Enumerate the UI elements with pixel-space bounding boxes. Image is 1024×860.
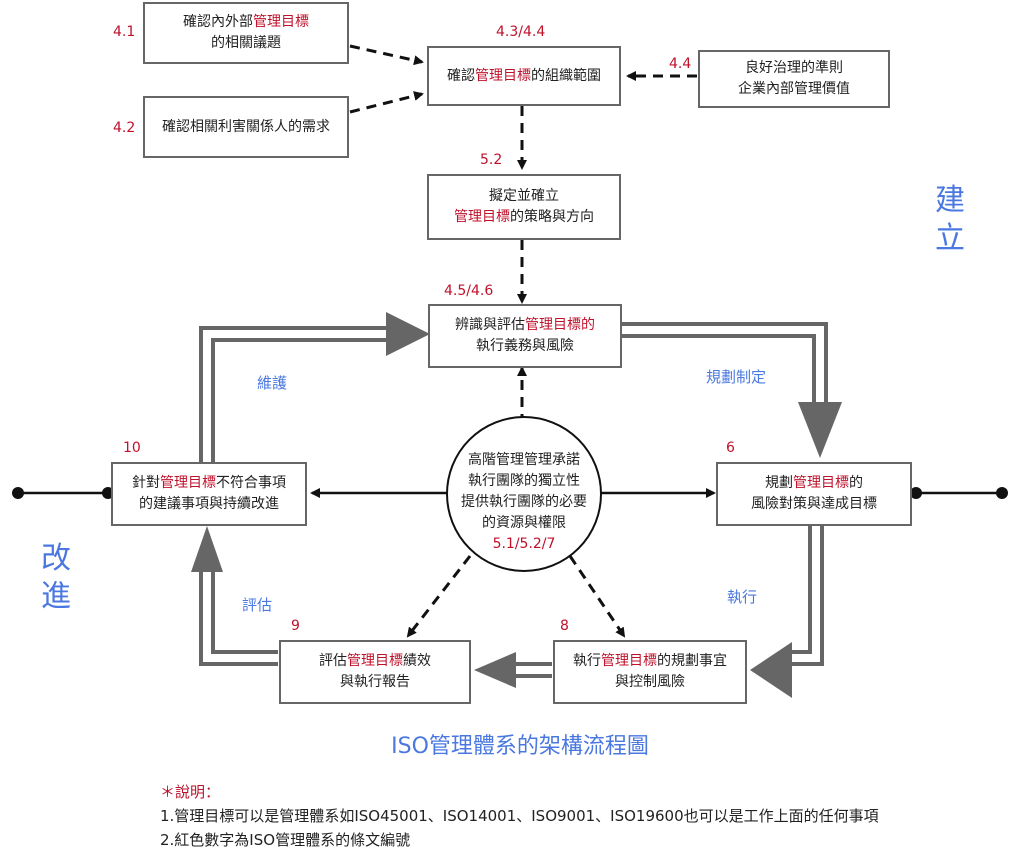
clause-number-9: 9 xyxy=(291,618,300,634)
evaluate-flow-outer xyxy=(199,570,278,666)
box-4-5: 辨識與評估管理目標的 執行義務與風險 xyxy=(428,304,622,368)
notes-header: ＊說明： xyxy=(160,783,221,801)
edge-label-execute: 執行 xyxy=(727,588,758,606)
edge-label-maintain: 維護 xyxy=(257,374,288,392)
clause-number-4-5: 4.5/4.6 xyxy=(444,283,494,299)
box-4-1: 確認內外部管理目標 的相關議題 xyxy=(143,2,349,64)
note-item: 2.紅色數字為ISO管理體系的條文編號 xyxy=(160,831,411,849)
execute-arrowhead xyxy=(750,642,792,698)
box-4-2: 確認相關利害關係人的需求 xyxy=(143,96,349,158)
notes-section: ＊說明： 1.管理目標可以是管理體系如ISO45001、ISO14001、ISO… xyxy=(160,780,879,852)
edge-label-evaluate: 評估 xyxy=(242,596,273,614)
plan-flow-inner xyxy=(622,334,816,404)
commitment-clause-ref: 5.1/5.2/7 xyxy=(492,536,556,552)
eval-8-9-arrowhead xyxy=(474,652,516,688)
clause-number-4-4: 4.4 xyxy=(669,56,692,72)
evaluate-flow-inner xyxy=(211,570,278,654)
right-terminal-dot-inner xyxy=(910,487,922,499)
right-terminal-dot-outer xyxy=(996,487,1008,499)
dashed-arrow-4-2 xyxy=(349,91,424,114)
box-4-3: 確認管理目標的組織範圍 xyxy=(427,46,621,106)
evaluate-arrowhead xyxy=(191,526,223,572)
left-terminal-dot-outer xyxy=(12,487,24,499)
clause-number-4-3: 4.3/4.4 xyxy=(496,24,546,40)
box-10: 針對管理目標不符合事項 的建議事項與持續改進 xyxy=(111,462,307,526)
phase-improve-label: 改進 xyxy=(41,541,71,614)
clause-number-8: 8 xyxy=(560,618,569,634)
maintain-flow-inner xyxy=(211,338,388,462)
plan-arrowhead xyxy=(798,402,842,458)
clause-number-5-2: 5.2 xyxy=(480,152,503,168)
dashed-arrow-circle-to-9 xyxy=(406,555,472,638)
dashed-arrow-circle-to-8 xyxy=(568,555,626,638)
diagram-title: ISO管理體系的架構流程圖 xyxy=(391,734,649,759)
commitment-circle xyxy=(446,416,602,572)
box-6: 規劃管理目標的 風險對策與達成目標 xyxy=(716,462,912,526)
box-4-4: 良好治理的準則 企業內部管理價值 xyxy=(698,50,890,108)
box-8: 執行管理目標的規劃事宜 與控制風險 xyxy=(553,640,747,704)
clause-number-4-2: 4.2 xyxy=(113,120,136,136)
box-9: 評估管理目標績效 與執行報告 xyxy=(279,640,471,704)
phase-build-label: 建立 xyxy=(935,183,965,256)
maintain-flow-outer xyxy=(199,326,388,462)
edge-label-plan: 規劃制定 xyxy=(706,368,767,386)
maintain-arrowhead xyxy=(386,312,430,356)
clause-number-4-1: 4.1 xyxy=(113,24,136,40)
box-5-2: 擬定並確立 管理目標的策略與方向 xyxy=(427,174,621,240)
execute-flow-outer xyxy=(790,526,824,666)
clause-number-6: 6 xyxy=(726,440,735,456)
note-item: 1.管理目標可以是管理體系如ISO45001、ISO14001、ISO9001、… xyxy=(160,807,879,825)
dashed-arrow-4-1 xyxy=(349,44,424,66)
commitment-circle-text: 高階管理管理承諾 執行團隊的獨立性 提供執行團隊的必要 的資源與權限 5.1/5… xyxy=(444,450,604,555)
plan-flow-outer xyxy=(622,322,828,404)
clause-number-10: 10 xyxy=(123,440,141,456)
execute-flow-inner xyxy=(790,526,812,654)
